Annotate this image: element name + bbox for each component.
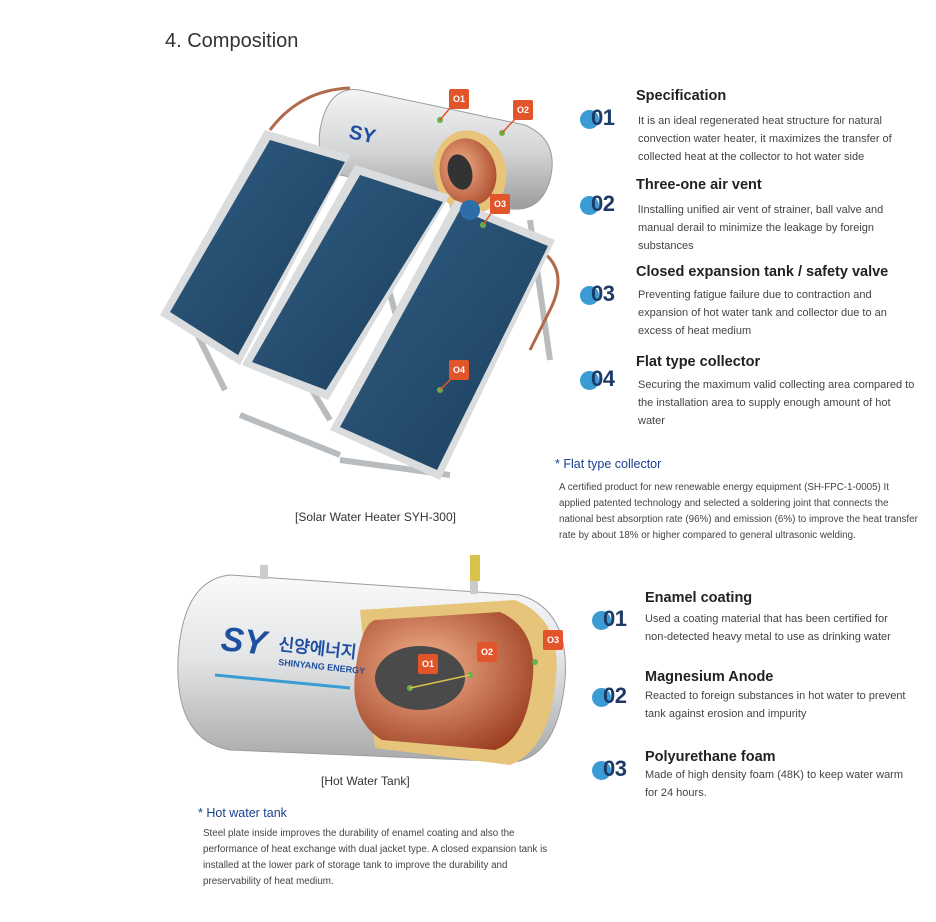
feature-description: Reacted to foreign substances in hot wat… — [645, 690, 906, 720]
flat-collector-panels — [160, 130, 555, 480]
feature-title: Polyurethane foam — [645, 749, 776, 765]
magnesium-anode — [375, 646, 465, 710]
feature-title: Magnesium Anode — [645, 669, 774, 685]
note-title-tank: * Hot water tank — [198, 806, 287, 820]
feature-title: Specification — [636, 88, 727, 104]
feature-number: 03 — [592, 756, 640, 786]
page-title: 4. Composition — [165, 30, 299, 52]
feature-description: Used a coating material that has been ce… — [645, 613, 891, 643]
feature-number: 01 — [580, 105, 628, 135]
feature-number: 02 — [580, 191, 628, 221]
feature-number: 03 — [580, 281, 628, 311]
air-vent-valve — [470, 555, 480, 581]
solar-water-heater-illustration: SY — [160, 86, 560, 480]
feature-title: Closed expansion tank / safety valve — [636, 264, 889, 280]
note-title-collector: * Flat type collector — [555, 457, 662, 471]
brand-logo: SY — [219, 620, 271, 663]
feature-description: Securing the maximum valid collecting ar… — [638, 379, 915, 427]
feature-description: lInstalling unified air vent of strainer… — [638, 204, 884, 252]
tank-marker-o1: O1 — [418, 654, 438, 674]
feature-number: 04 — [580, 366, 628, 396]
hot-water-tank-illustration: SY 신양에너지 SHINYANG ENERGY — [177, 555, 566, 765]
heater-caption: [Solar Water Heater SYH-300] — [295, 510, 456, 524]
feature-description: It is an ideal regenerated heat structur… — [638, 115, 892, 163]
tank-marker-o3: O3 — [543, 630, 563, 650]
tank-caption: [Hot Water Tank] — [321, 774, 410, 788]
marker-o2: O2 — [513, 100, 533, 120]
expansion-tank — [460, 200, 480, 220]
feature-number: 01 — [592, 606, 640, 636]
note-body-collector: A certified product for new renewable en… — [559, 482, 918, 541]
tank-marker-o2: O2 — [477, 642, 497, 662]
feature-description: Preventing fatigue failure due to contra… — [638, 289, 887, 337]
marker-o1: O1 — [449, 89, 469, 109]
marker-o4: O4 — [449, 360, 469, 380]
feature-title: Three-one air vent — [636, 177, 762, 193]
feature-description: Made of high density foam (48K) to keep … — [645, 769, 904, 799]
note-body-tank: Steel plate inside improves the durabili… — [203, 828, 548, 887]
feature-title: Enamel coating — [645, 590, 753, 606]
feature-title: Flat type collector — [636, 354, 761, 370]
feature-number: 02 — [592, 683, 640, 713]
marker-o3: O3 — [490, 194, 510, 214]
